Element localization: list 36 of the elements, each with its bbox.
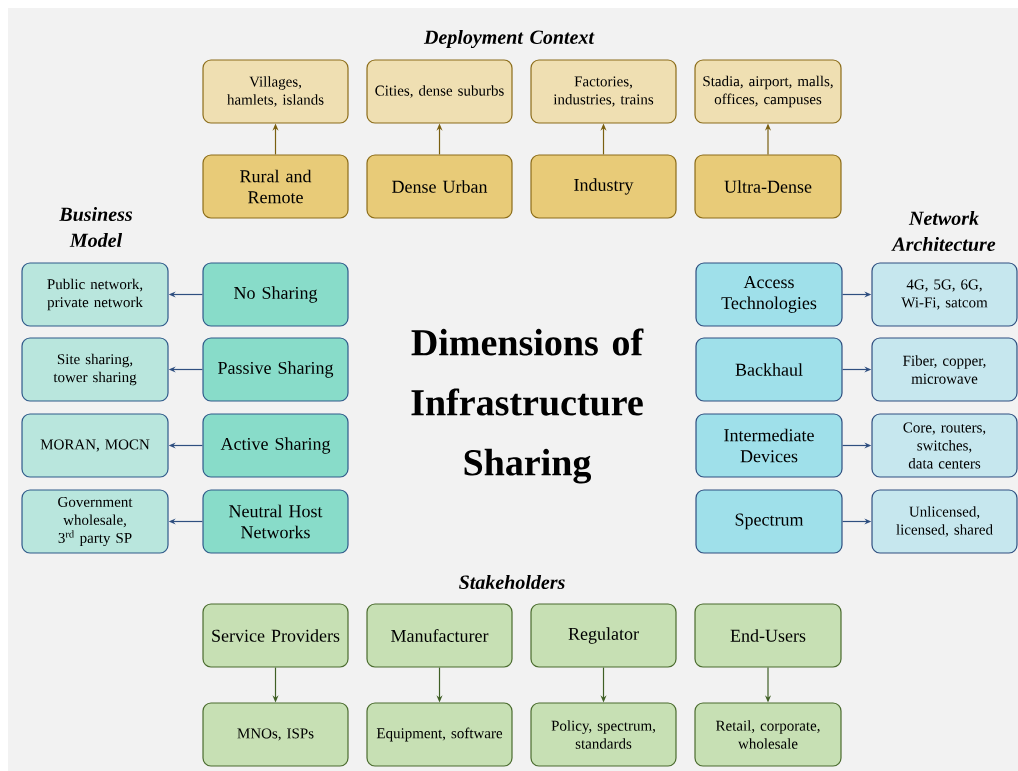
model-box: No Sharing xyxy=(202,262,349,327)
section-heading: Network Architecture xyxy=(891,210,996,252)
example-box: Policy, spectrum, standards xyxy=(530,702,677,767)
detail-box: Unlicensed, licensed, shared xyxy=(871,489,1018,554)
detail-box: Government wholesale, 3$^{rd}$ party SP xyxy=(21,489,169,554)
detail-box: MORAN, MOCN xyxy=(21,413,169,478)
context-box: Villages, hamlets, islands xyxy=(202,59,349,124)
detail-box: Site sharing, tower sharing xyxy=(21,337,169,402)
model-box: Neutral Host Networks xyxy=(202,489,349,554)
architecture-box: Access Technologies xyxy=(695,262,843,327)
detail-box: Fiber, copper, microwave xyxy=(871,337,1018,402)
example-box: MNOs, ISPs xyxy=(202,702,349,767)
model-box: Passive Sharing xyxy=(202,337,349,402)
title: Dimensions of Infrastructure Sharing xyxy=(411,328,644,484)
deployment-box: Industry xyxy=(530,154,677,219)
deployment-box: Dense Urban xyxy=(366,154,513,219)
context-box: Factories, industries, trains xyxy=(530,59,677,124)
section-heading: Deployment Context xyxy=(423,29,595,49)
section-heading: Stakeholders xyxy=(459,574,565,590)
context-box: Cities, dense suburbs xyxy=(366,59,513,124)
stakeholder-box: Regulator xyxy=(530,603,677,668)
detail-box: Core, routers, switches, data centers xyxy=(871,413,1018,478)
model-box: Active Sharing xyxy=(202,413,349,478)
detail-box: 4G, 5G, 6G, Wi-Fi, satcom xyxy=(871,262,1018,327)
example-box: Equipment, software xyxy=(366,702,513,767)
detail-box: Public network, private network xyxy=(21,262,169,327)
stakeholder-box: Service Providers xyxy=(202,603,349,668)
architecture-box: Spectrum xyxy=(695,489,843,554)
stakeholder-box: Manufacturer xyxy=(366,603,513,668)
deployment-box: Ultra-Dense xyxy=(694,154,842,219)
architecture-box: Backhaul xyxy=(695,337,843,402)
architecture-box: Intermediate Devices xyxy=(695,413,843,478)
example-box: Retail, corporate, wholesale xyxy=(694,702,842,767)
deployment-box: Rural and Remote xyxy=(202,154,349,219)
context-box: Stadia, airport, malls, offices, campuses xyxy=(694,59,842,124)
stakeholder-box: End-Users xyxy=(694,603,842,668)
